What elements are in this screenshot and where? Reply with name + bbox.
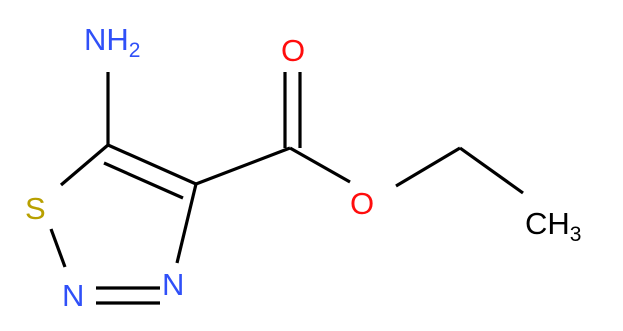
bond-c5-c4-second — [103, 161, 184, 200]
bond-ester-o-ch2 — [395, 146, 461, 188]
methyl-group-label: CH3 — [525, 206, 581, 246]
bond-c5-c4 — [107, 143, 197, 186]
nitrogen-right-atom-label: N — [162, 267, 184, 302]
amino-subscript: 2 — [129, 39, 141, 62]
nitrogen-left-atom-label: N — [62, 278, 84, 313]
methyl-subscript: 3 — [570, 223, 582, 246]
bond-c4-carbonyl — [195, 146, 291, 186]
amino-symbol: NH — [84, 22, 129, 57]
bond-c5-s — [59, 143, 110, 187]
ester-oxygen-atom-label: O — [350, 186, 374, 221]
amino-group-label: NH2 — [84, 22, 140, 62]
carbonyl-oxygen-atom-label: O — [281, 33, 305, 68]
bond-ch2-ch3 — [459, 146, 524, 195]
bonds — [49, 72, 524, 305]
atom-labels: NH2 S N N O O CH3 — [25, 22, 581, 313]
bond-carbonyl-ester-o — [289, 146, 351, 184]
sulfur-atom-label: S — [25, 191, 46, 226]
bond-n-c4 — [175, 183, 198, 264]
methyl-symbol: CH — [525, 206, 570, 241]
bond-s-n — [49, 228, 67, 268]
